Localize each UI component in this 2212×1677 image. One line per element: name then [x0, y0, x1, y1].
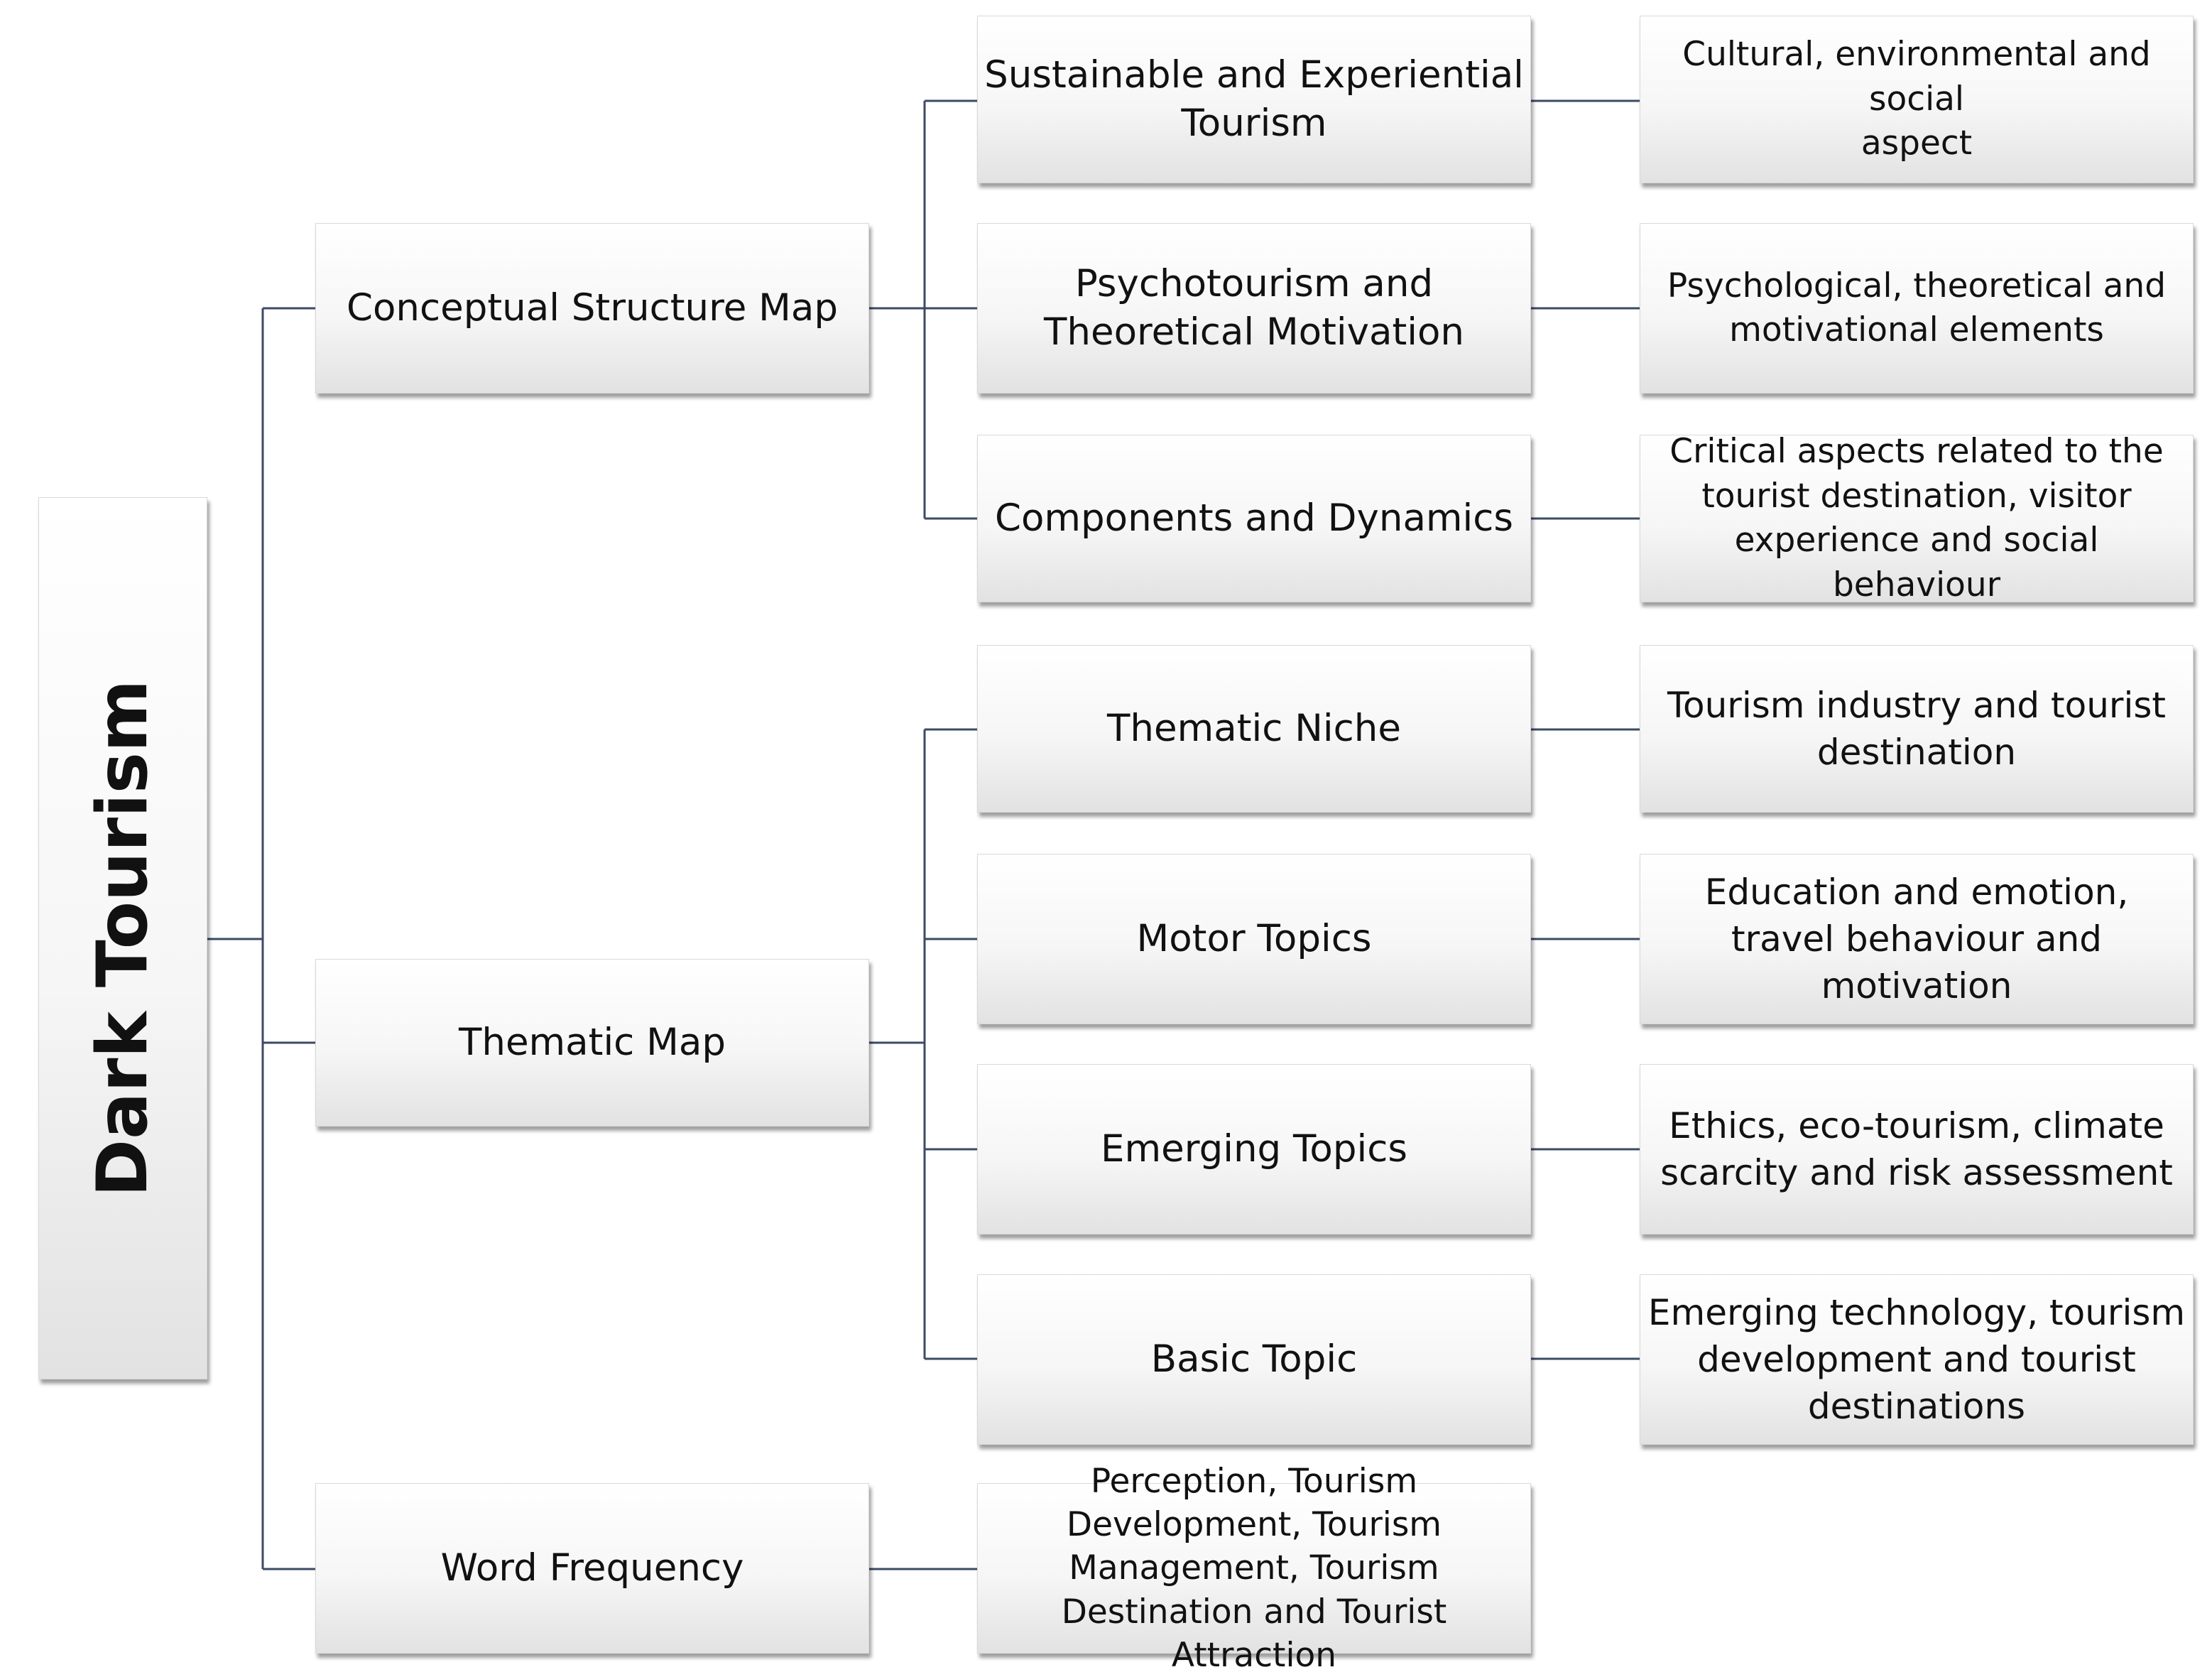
- detail-education-emotion: Education and emotion, travel behaviour …: [1640, 854, 2194, 1024]
- node-label: Sustainable and Experiential Tourism: [984, 53, 1524, 145]
- detail-tourism-industry: Tourism industry and tourist destination: [1640, 645, 2194, 813]
- node-label: Word Frequency: [440, 1546, 744, 1590]
- connector-detail-links: [1531, 99, 1640, 1360]
- node-label: Perception, Tourism Development, Tourism…: [1061, 1462, 1447, 1675]
- detail-label: Critical aspects related to the tourist …: [1669, 432, 2164, 604]
- detail-emerging-technology: Emerging technology, tourism development…: [1640, 1274, 2194, 1445]
- node-components-and-dynamics: Components and Dynamics: [977, 435, 1531, 602]
- node-psychotourism-theoretical-motivation: Psychotourism and Theoretical Motivation: [977, 223, 1531, 394]
- node-basic-topic: Basic Topic: [977, 1274, 1531, 1445]
- connector-root-trunk: [207, 307, 315, 1570]
- node-label: Conceptual Structure Map: [346, 286, 839, 330]
- node-conceptual-structure-map: Conceptual Structure Map: [315, 223, 869, 394]
- node-word-frequency: Word Frequency: [315, 1483, 869, 1654]
- detail-label: Psychological, theoretical and motivatio…: [1667, 266, 2167, 350]
- detail-label: Education and emotion, travel behaviour …: [1704, 872, 2129, 1006]
- detail-label: Emerging technology, tourism development…: [1647, 1292, 2186, 1427]
- detail-critical-aspects-destination: Critical aspects related to the tourist …: [1640, 432, 2194, 604]
- node-thematic-niche: Thematic Niche: [977, 645, 1531, 813]
- node-motor-topics: Motor Topics: [977, 854, 1531, 1024]
- detail-label: Ethics, eco-tourism, climate scarcity an…: [1660, 1105, 2173, 1193]
- node-word-frequency-terms: Perception, Tourism Development, Tourism…: [977, 1462, 1531, 1675]
- root-node-label: Dark Tourism: [82, 679, 163, 1198]
- connector-thematic-bracket: [869, 728, 977, 1360]
- root-node-dark-tourism: Dark Tourism: [38, 497, 207, 1379]
- node-label: Emerging Topics: [1101, 1127, 1407, 1171]
- node-label: Thematic Niche: [1107, 707, 1401, 751]
- detail-cultural-environmental-social: Cultural, environmental and social aspec…: [1640, 16, 2194, 183]
- node-emerging-topics: Emerging Topics: [977, 1064, 1531, 1234]
- detail-psychological-theoretical-motivational: Psychological, theoretical and motivatio…: [1640, 223, 2194, 394]
- node-thematic-map: Thematic Map: [315, 959, 869, 1127]
- node-label: Motor Topics: [1136, 917, 1372, 961]
- node-label: Thematic Map: [458, 1020, 726, 1064]
- detail-label: Tourism industry and tourist destination: [1667, 685, 2167, 773]
- detail-ethics-eco-tourism: Ethics, eco-tourism, climate scarcity an…: [1640, 1064, 2194, 1234]
- node-label: Psychotourism and Theoretical Motivation: [1044, 262, 1464, 354]
- node-label: Basic Topic: [1150, 1337, 1358, 1382]
- connector-conceptual-bracket: [869, 99, 977, 520]
- detail-label: Cultural, environmental and social aspec…: [1682, 35, 2151, 163]
- node-label: Components and Dynamics: [994, 496, 1514, 541]
- node-sustainable-experiential-tourism: Sustainable and Experiential Tourism: [977, 16, 1531, 183]
